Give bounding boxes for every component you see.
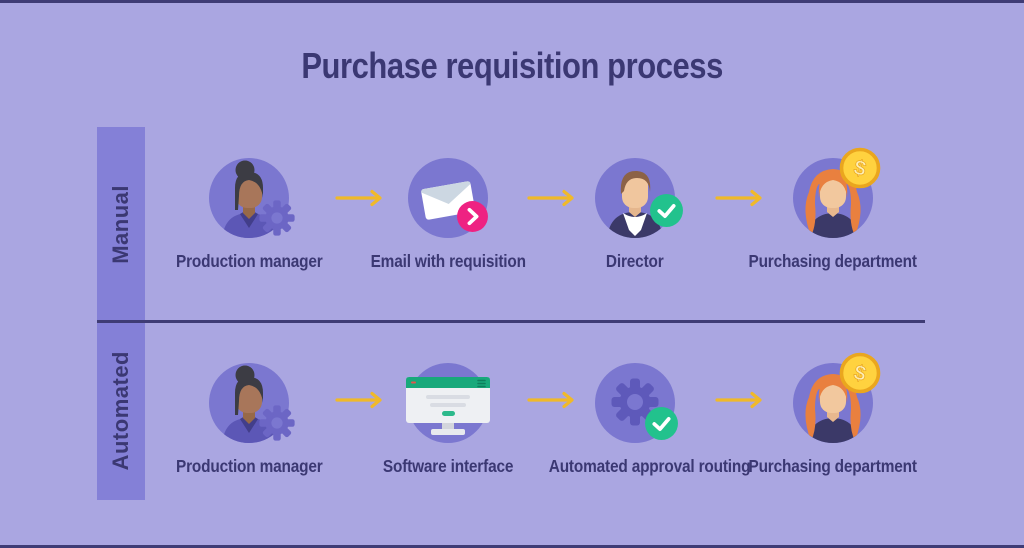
flow-arrow-icon — [335, 189, 382, 207]
software-monitor-icon — [405, 362, 491, 444]
step-label: Production manager — [175, 251, 323, 271]
step-manual-email: Email with requisition — [348, 158, 548, 272]
dollar-coin-icon: $ — [839, 147, 881, 189]
step-manual-production-manager: Production manager — [149, 158, 349, 272]
step-manual-purchasing: $ Purchasing department — [733, 147, 933, 272]
gear-badge-icon — [259, 405, 295, 441]
step-label: Automated approval routing — [548, 456, 751, 476]
step-manual-director: Director — [535, 158, 735, 272]
flow-arrow-icon — [715, 391, 762, 409]
row-divider-line — [97, 320, 925, 323]
step-auto-approval-routing: Automated approval routing — [535, 363, 751, 477]
automated-row-bar: Automated — [97, 322, 145, 500]
flow-arrow-icon — [527, 189, 574, 207]
step-label: Production manager — [175, 456, 323, 476]
step-label: Software interface — [382, 456, 514, 476]
gear-badge-icon — [259, 200, 295, 236]
flow-arrow-icon — [527, 391, 574, 409]
step-auto-software-interface: Software interface — [348, 362, 548, 477]
step-label: Email with requisition — [370, 251, 526, 271]
page-title: Purchase requisition process — [301, 45, 723, 86]
step-label: Director — [606, 251, 664, 271]
step-label: Purchasing department — [748, 251, 918, 271]
dollar-coin-icon: $ — [839, 352, 881, 394]
manual-row-bar: Manual — [97, 127, 145, 322]
row-label-automated: Automated — [108, 351, 133, 471]
forward-chevron-badge-icon — [457, 201, 488, 232]
step-auto-production-manager: Production manager — [149, 363, 349, 477]
step-label: Purchasing department — [748, 456, 918, 476]
flow-arrow-icon — [715, 189, 762, 207]
row-label-manual: Manual — [108, 185, 133, 264]
step-auto-purchasing: $ Purchasing department — [733, 352, 933, 477]
approved-check-badge-icon — [650, 194, 683, 227]
approved-check-badge-icon — [645, 407, 678, 440]
flow-arrow-icon — [335, 391, 382, 409]
